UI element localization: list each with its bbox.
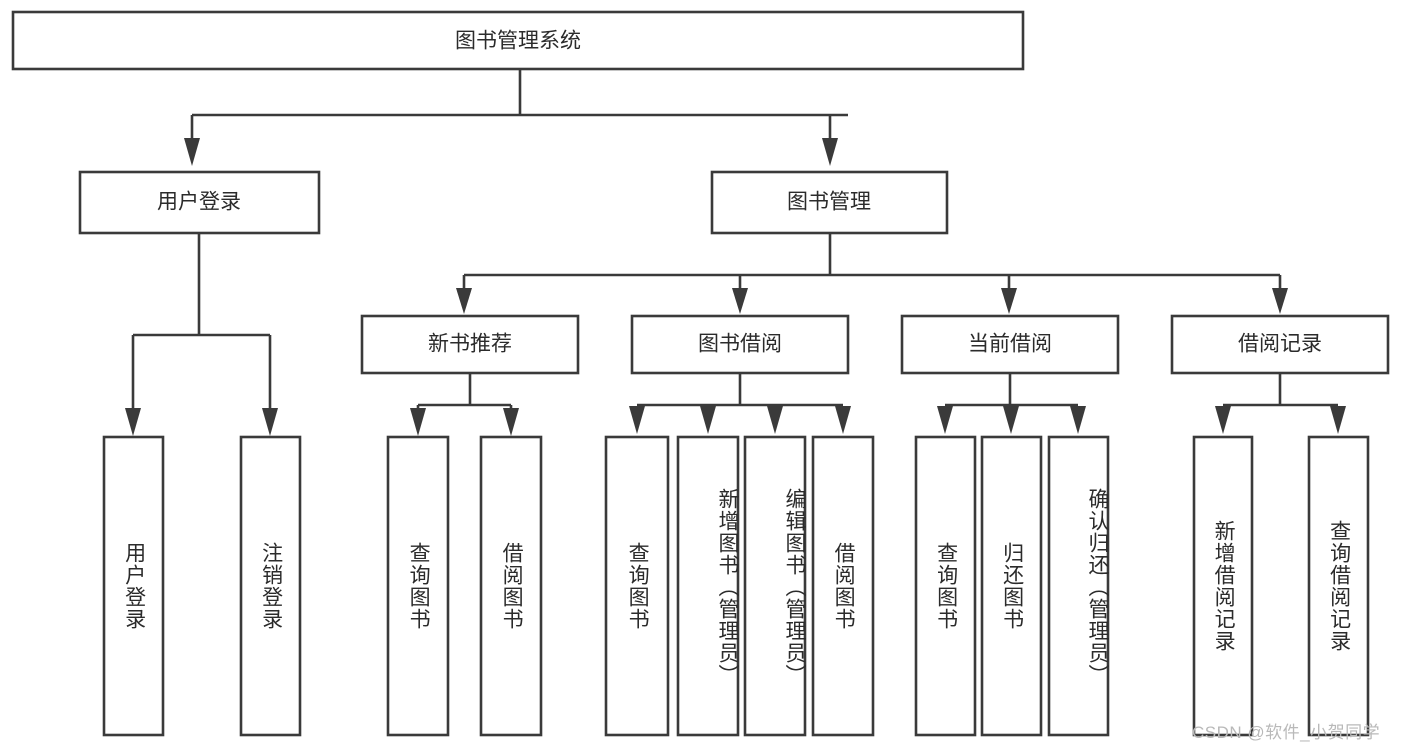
- node-book-manage-box[interactable]: [710, 170, 949, 235]
- node-new-book-recommend[interactable]: 新书推荐: [360, 314, 580, 375]
- node-book-borrow-box[interactable]: [630, 314, 850, 375]
- arrowhead-leaf-borrow-book-2: [835, 406, 851, 434]
- arrowhead-leaf-user-logout: [262, 408, 278, 436]
- node-leaf-add-record-box[interactable]: [1192, 435, 1254, 737]
- node-current-borrow-label: 当前借阅: [968, 333, 1052, 356]
- node-leaf-query-record-box[interactable]: [1307, 435, 1370, 737]
- connector-group-borrow-record: [1215, 373, 1346, 434]
- arrowhead-leaf-borrow-book-1: [503, 408, 519, 436]
- arrowhead-leaf-return-book: [1003, 406, 1019, 434]
- arrowhead-borrow-record: [1272, 288, 1288, 314]
- arrowhead-leaf-query-book-1: [410, 408, 426, 436]
- arrowhead-book-manage: [822, 138, 838, 166]
- node-root-label: 图书管理系统: [455, 30, 581, 53]
- arrowhead-new-book-recommend: [456, 288, 472, 314]
- arrowhead-leaf-add-book: [700, 406, 716, 434]
- arrowhead-leaf-query-book-2: [629, 406, 645, 434]
- node-new-book-recommend-label: 新书推荐: [428, 333, 512, 356]
- connector-group-book-manage: [456, 233, 1288, 314]
- arrowhead-current-borrow: [1001, 288, 1017, 314]
- node-leaf-return-book-box[interactable]: [980, 435, 1043, 737]
- node-current-borrow[interactable]: 当前借阅: [900, 314, 1120, 375]
- node-leaf-borrow-book-2-box[interactable]: [811, 435, 875, 737]
- node-book-borrow-label: 图书借阅: [698, 333, 782, 356]
- node-book-manage-label: 图书管理: [787, 191, 871, 214]
- arrowhead-leaf-edit-book: [767, 406, 783, 434]
- node-leaf-user-login-box[interactable]: [102, 435, 165, 737]
- arrowhead-user-login: [184, 138, 200, 166]
- node-leaf-query-book-3-box[interactable]: [914, 435, 977, 737]
- node-root-box[interactable]: [11, 10, 1025, 71]
- node-user-login[interactable]: 用户登录: [78, 170, 321, 235]
- arrowhead-leaf-user-login: [125, 408, 141, 436]
- watermark-text: CSDN @软件_小贺同学: [1192, 723, 1381, 742]
- connector-group-book-borrow: [629, 373, 851, 434]
- node-book-manage[interactable]: 图书管理: [710, 170, 949, 235]
- node-new-book-recommend-box[interactable]: [360, 314, 580, 375]
- arrowhead-leaf-query-book-3: [937, 406, 953, 434]
- node-leaf-add-book-box[interactable]: [676, 435, 740, 737]
- arrowhead-leaf-add-record: [1215, 406, 1231, 434]
- node-leaf-confirm-return-box[interactable]: [1047, 435, 1110, 737]
- arrowhead-leaf-query-record: [1330, 406, 1346, 434]
- node-leaf-query-book-1-box[interactable]: [386, 435, 450, 737]
- leaf-box-group: [102, 435, 1370, 737]
- node-leaf-query-book-2-box[interactable]: [604, 435, 670, 737]
- node-leaf-edit-book-box[interactable]: [743, 435, 807, 737]
- node-borrow-record-box[interactable]: [1170, 314, 1390, 375]
- node-book-borrow[interactable]: 图书借阅: [630, 314, 850, 375]
- connector-group-new-book-recommend: [410, 373, 519, 436]
- arrowhead-leaf-confirm-return: [1070, 406, 1086, 434]
- node-borrow-record-label: 借阅记录: [1238, 333, 1322, 356]
- node-current-borrow-box[interactable]: [900, 314, 1120, 375]
- node-leaf-borrow-book-1-box[interactable]: [479, 435, 543, 737]
- node-root[interactable]: 图书管理系统: [11, 10, 1025, 71]
- node-user-login-label: 用户登录: [157, 191, 241, 214]
- node-leaf-user-logout-box[interactable]: [239, 435, 302, 737]
- node-user-login-box[interactable]: [78, 170, 321, 235]
- connector-group-current-borrow: [937, 373, 1086, 434]
- arrowhead-book-borrow: [732, 288, 748, 314]
- node-borrow-record[interactable]: 借阅记录: [1170, 314, 1390, 375]
- connector-group-user-login: [125, 233, 278, 436]
- connector-group-root: [184, 69, 848, 166]
